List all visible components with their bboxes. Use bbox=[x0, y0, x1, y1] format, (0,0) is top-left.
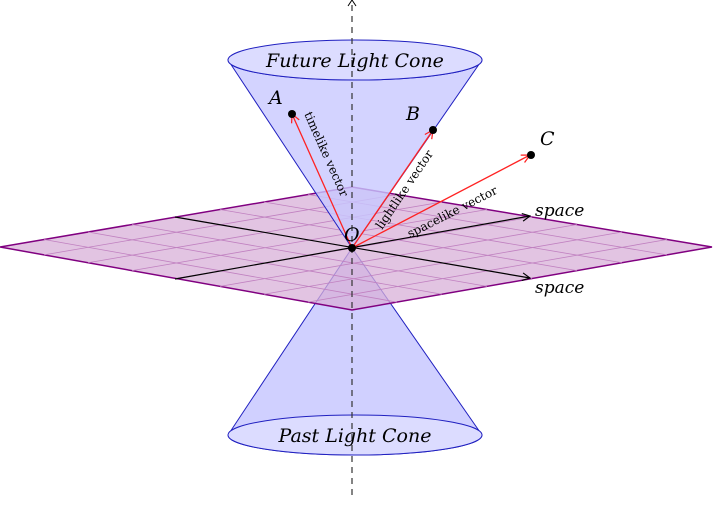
past-cone-label: Past Light Cone bbox=[278, 425, 432, 447]
point-c bbox=[527, 151, 535, 159]
time-axis-arrow-icon bbox=[347, 0, 357, 7]
point-a-label: A bbox=[267, 87, 283, 109]
grid-line bbox=[263, 201, 623, 264]
future-cone-label: Future Light Cone bbox=[265, 50, 444, 72]
space-label-2: space bbox=[535, 278, 584, 298]
space-label-1: space bbox=[535, 201, 584, 221]
origin-point bbox=[348, 244, 356, 252]
spacelike-vector bbox=[351, 155, 530, 249]
point-c-label: C bbox=[540, 128, 555, 150]
grid-line bbox=[219, 209, 578, 272]
origin-label: O bbox=[344, 224, 360, 246]
past-cone-base bbox=[227, 414, 483, 456]
point-b bbox=[429, 126, 437, 134]
point-a bbox=[288, 110, 296, 118]
point-b-label: B bbox=[405, 103, 420, 125]
lightlike-vector bbox=[351, 130, 433, 249]
future-cone-top bbox=[227, 39, 483, 81]
timelike-vector bbox=[292, 114, 353, 249]
